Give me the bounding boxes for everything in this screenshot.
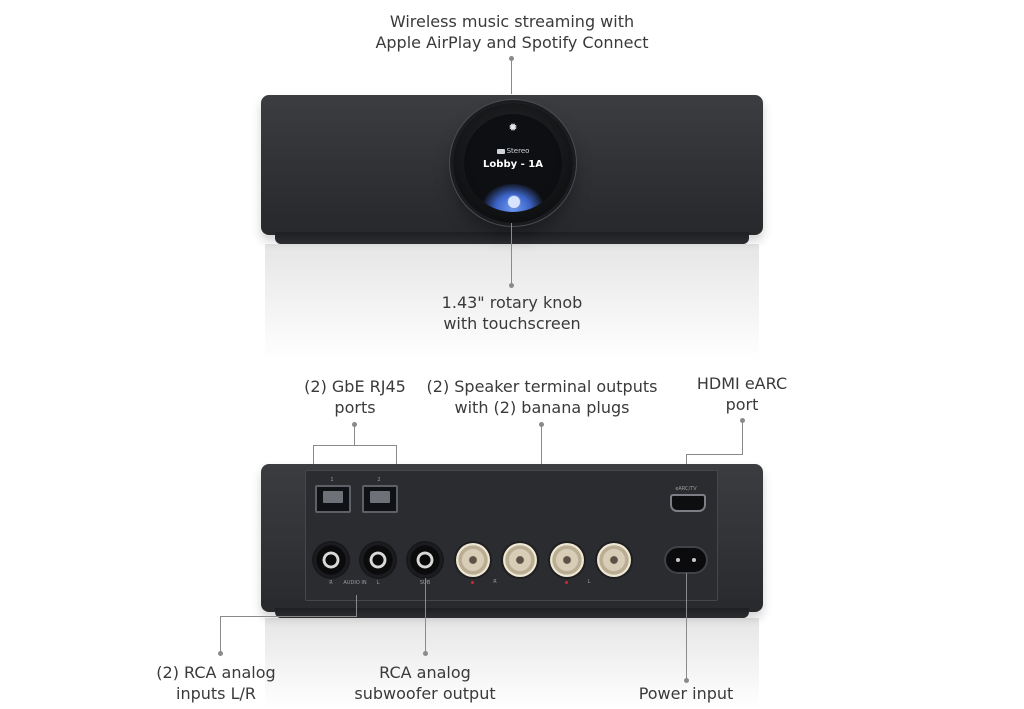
positive-marker-left bbox=[565, 581, 568, 584]
rear-reflection bbox=[265, 618, 759, 709]
stereo-text: Stereo bbox=[506, 147, 530, 155]
rj45-bracket-left bbox=[313, 445, 314, 464]
zone-name: Lobby - 1A bbox=[483, 159, 543, 170]
power-leader-line bbox=[686, 573, 687, 681]
power-input-label: Power input bbox=[638, 684, 734, 703]
speaker-leader-dot bbox=[539, 422, 544, 427]
rca-inputs-bracket bbox=[356, 595, 357, 617]
hdmi-leader-vertical bbox=[742, 421, 743, 455]
rca-inputs-label: (2) RCA analog inputs L/R bbox=[156, 663, 276, 703]
wireless-leader-dot bbox=[509, 56, 514, 61]
speaker-post-left-negative bbox=[597, 543, 631, 577]
hdmi-leader-horizontal bbox=[686, 454, 743, 455]
knob-leader-dot bbox=[509, 283, 514, 288]
rca-subwoofer-output bbox=[408, 543, 442, 577]
wireless-streaming-label: Wireless music streaming with Apple AirP… bbox=[375, 12, 649, 52]
rotary-knob: ✹ Stereo Lobby - 1A bbox=[453, 103, 573, 223]
audio-in-text: AUDIO IN bbox=[343, 580, 367, 586]
rca-inputs-horizontal bbox=[220, 616, 357, 617]
speaker-l-text: L bbox=[587, 579, 591, 585]
subwoofer-leader-dot bbox=[423, 651, 428, 656]
rj45-port-1 bbox=[315, 485, 351, 513]
subwoofer-leader-line bbox=[425, 578, 426, 653]
speaker-post-right-negative bbox=[503, 543, 537, 577]
power-leader-dot bbox=[684, 678, 689, 683]
rj45-2-number: 2 bbox=[377, 477, 381, 483]
hdmi-earc-port bbox=[670, 494, 706, 512]
power-input-port bbox=[666, 548, 706, 572]
power-pin-right bbox=[692, 558, 696, 562]
rj45-bracket-top bbox=[313, 445, 397, 446]
rj45-bracket-right bbox=[396, 445, 397, 464]
hdmi-leader-dot bbox=[740, 418, 745, 423]
audio-r-text: R bbox=[329, 580, 333, 586]
subwoofer-output-label: RCA analog subwoofer output bbox=[354, 663, 496, 703]
front-device-base bbox=[275, 232, 749, 244]
speaker-icon bbox=[496, 148, 505, 154]
rear-device-base bbox=[275, 608, 749, 618]
speaker-outputs-label: (2) Speaker terminal outputs with (2) ba… bbox=[426, 377, 658, 417]
audio-l-text: L bbox=[376, 580, 380, 586]
speaker-post-left-positive bbox=[550, 543, 584, 577]
knob-leader-line bbox=[511, 223, 512, 285]
gear-icon: ✹ bbox=[508, 121, 518, 134]
playback-disc-icon bbox=[507, 195, 521, 209]
speaker-r-text: R bbox=[493, 579, 497, 585]
rca-inputs-drop bbox=[220, 616, 221, 653]
rca-input-left bbox=[361, 543, 395, 577]
rj45-ports-label: (2) GbE RJ45 ports bbox=[304, 377, 406, 417]
hdmi-earc-label: HDMI eARC port bbox=[696, 374, 788, 414]
knob-label: 1.43" rotary knob with touchscreen bbox=[441, 293, 583, 333]
rca-input-right bbox=[314, 543, 348, 577]
earc-text: eARC/TV bbox=[675, 486, 697, 492]
wireless-leader-line bbox=[511, 58, 512, 94]
positive-marker-right bbox=[471, 581, 474, 584]
rj45-leader-stem bbox=[354, 425, 355, 446]
power-pin-left bbox=[676, 558, 680, 562]
speaker-post-right-positive bbox=[456, 543, 490, 577]
sub-text: SUB bbox=[418, 580, 432, 586]
rj45-1-number: 1 bbox=[330, 477, 334, 483]
knob-touchscreen: ✹ Stereo Lobby - 1A bbox=[464, 114, 562, 212]
stereo-indicator: Stereo bbox=[464, 147, 562, 155]
rj45-port-2 bbox=[362, 485, 398, 513]
rca-inputs-dot bbox=[218, 651, 223, 656]
front-reflection bbox=[265, 244, 759, 362]
rj45-leader-dot bbox=[352, 422, 357, 427]
